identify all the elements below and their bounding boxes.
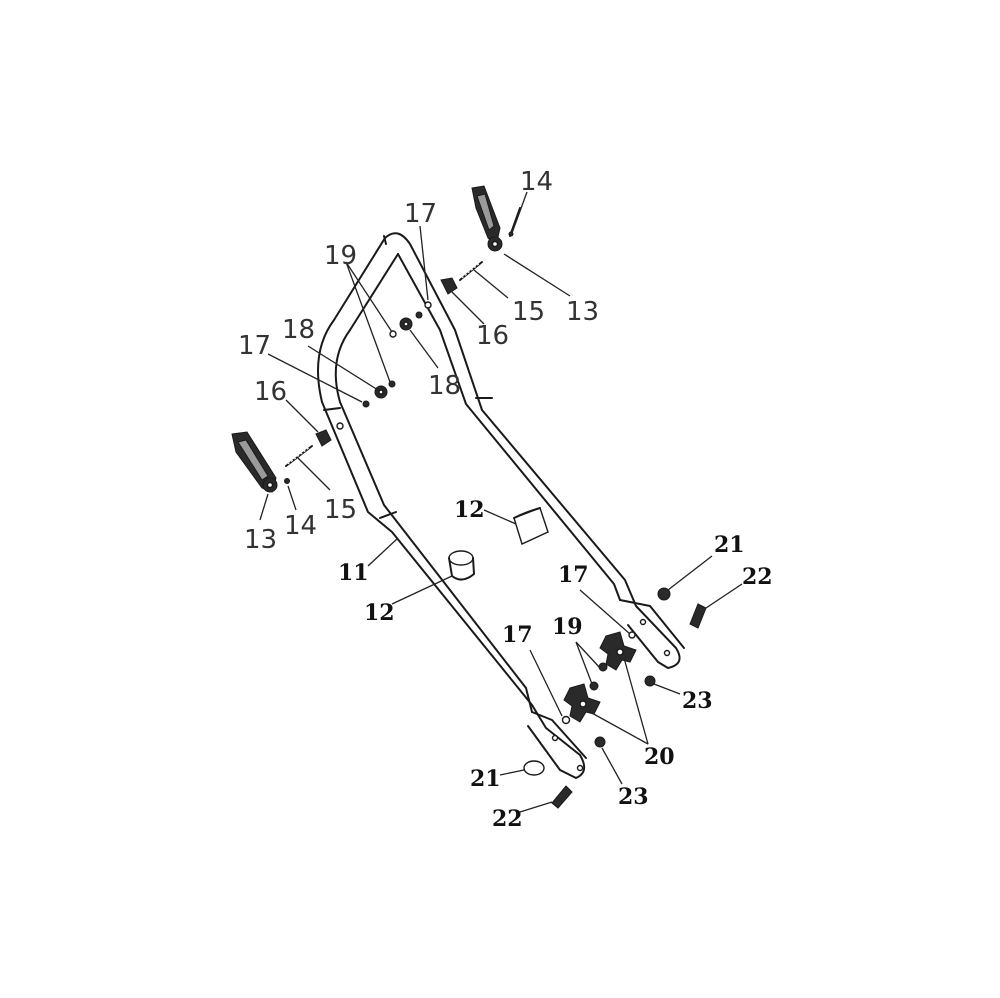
washers-lower bbox=[561, 715, 606, 748]
label-23-right: 23 bbox=[682, 688, 713, 714]
pin-upper-right bbox=[508, 207, 521, 237]
pin-left bbox=[284, 478, 290, 484]
label-17-upper: 17 bbox=[404, 199, 437, 229]
label-19-upper: 19 bbox=[324, 241, 357, 271]
label-21-right: 21 bbox=[714, 532, 745, 558]
label-23-left: 23 bbox=[618, 784, 649, 810]
cable-clip-upper bbox=[513, 507, 549, 545]
label-17-lower: 17 bbox=[502, 622, 533, 648]
label-12-upper: 12 bbox=[454, 497, 485, 523]
label-13-left: 13 bbox=[244, 525, 277, 555]
cable-clip-lower bbox=[448, 550, 475, 581]
label-14-upper: 14 bbox=[520, 167, 553, 197]
knob-upper-right bbox=[440, 277, 458, 295]
label-18-upper: 18 bbox=[428, 371, 461, 401]
label-22-right: 22 bbox=[742, 564, 773, 590]
label-12-lower: 12 bbox=[364, 600, 395, 626]
bolt-left bbox=[285, 445, 313, 467]
label-15-left: 15 bbox=[324, 495, 357, 525]
screw-left bbox=[551, 785, 573, 809]
bolt-upper-right bbox=[459, 261, 483, 281]
part-labels: 14 17 19 18 17 16 15 13 14 15 13 16 18 1… bbox=[238, 167, 773, 832]
washers-left bbox=[362, 380, 396, 408]
label-18-left: 18 bbox=[282, 315, 315, 345]
lever-left bbox=[231, 431, 278, 493]
handle-frame bbox=[317, 232, 685, 779]
label-11: 11 bbox=[338, 560, 369, 586]
label-14-left: 14 bbox=[284, 511, 317, 541]
lever-upper-right bbox=[471, 185, 503, 252]
label-16-left: 16 bbox=[254, 377, 287, 407]
label-13-upper: 13 bbox=[566, 297, 599, 327]
label-21-left: 21 bbox=[470, 766, 501, 792]
cap-left bbox=[523, 760, 545, 776]
label-19-right: 19 bbox=[552, 614, 583, 640]
label-17-right: 17 bbox=[558, 562, 589, 588]
screw-right bbox=[689, 603, 707, 629]
label-22-left: 22 bbox=[492, 806, 523, 832]
washers-upper bbox=[389, 301, 432, 338]
label-16-upper: 16 bbox=[476, 321, 509, 351]
knob-left bbox=[315, 422, 344, 447]
cap-right bbox=[657, 587, 671, 601]
leader-lines bbox=[259, 191, 743, 813]
knob-star-upper bbox=[599, 631, 637, 671]
label-17-left: 17 bbox=[238, 331, 271, 361]
label-20: 20 bbox=[644, 744, 675, 770]
label-15-upper: 15 bbox=[512, 297, 545, 327]
